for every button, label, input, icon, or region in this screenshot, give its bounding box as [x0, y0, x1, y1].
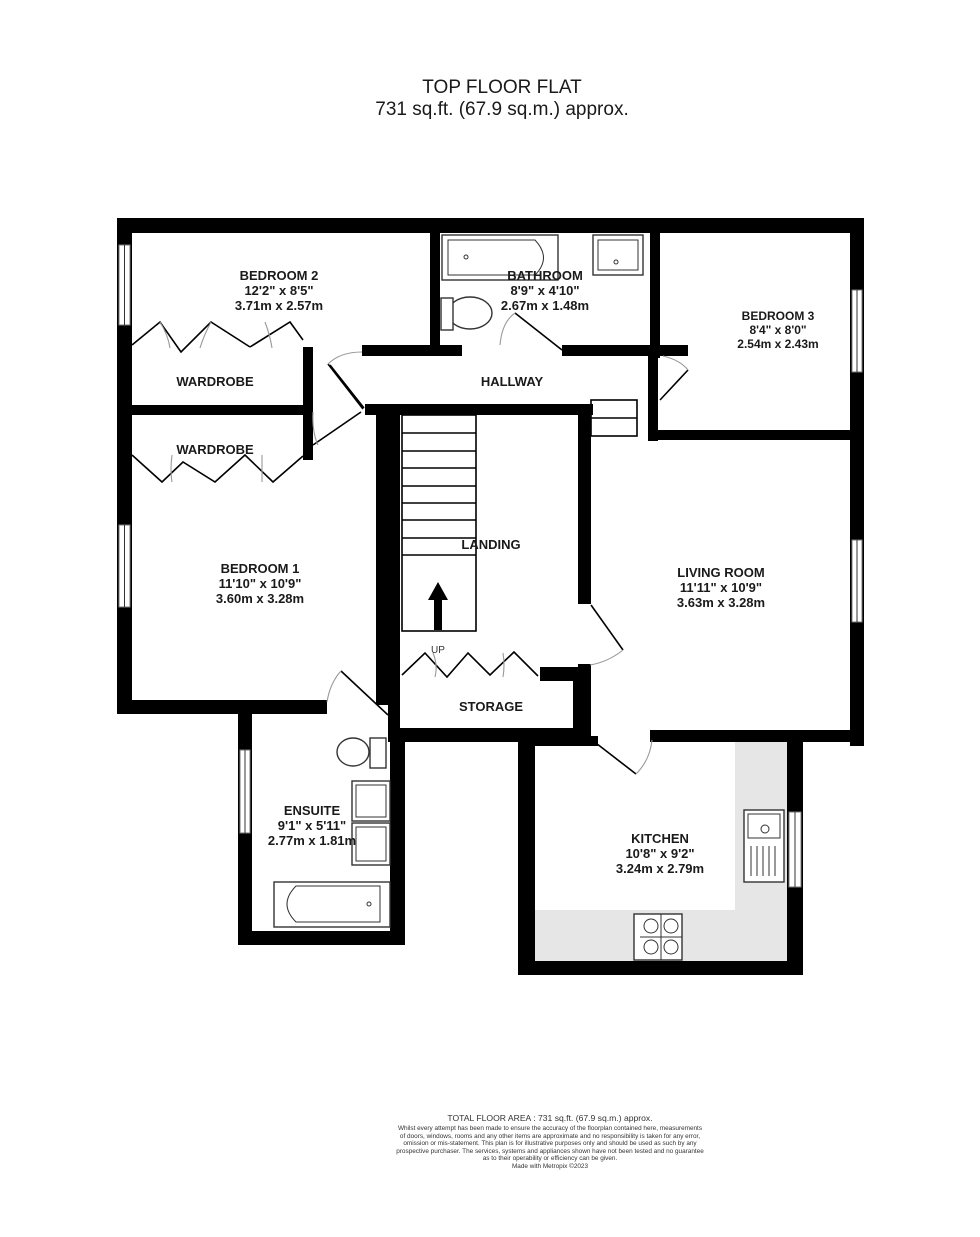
disclaimer-line: prospective purchaser. The services, sys… [396, 1147, 704, 1155]
wardrobe-doors [131, 320, 304, 484]
disclaimer-line: Whilst every attempt has been made to en… [397, 1125, 703, 1132]
room-dims-metric: 2.77m x 1.81m [267, 833, 357, 848]
room-label-bedroom-3: BEDROOM 3 8'4" x 8'0" 2.54m x 2.43m [737, 309, 818, 351]
room-label-bedroom-1: BEDROOM 1 11'10" x 10'9" 3.60m x 3.28m [216, 561, 304, 606]
footer-credit: Made with Metropix ©2023 [511, 1162, 589, 1170]
room-dims-metric: 2.54m x 2.43m [737, 337, 819, 351]
label-hallway: HALLWAY [480, 374, 544, 389]
windows [118, 244, 863, 888]
room-name: ENSUITE [283, 803, 341, 818]
room-dims-imperial: 8'9" x 4'10" [510, 283, 580, 298]
room-dims-metric: 3.71m x 2.57m [234, 298, 324, 313]
kitchen-hob [633, 913, 683, 961]
room-name: BEDROOM 1 [220, 561, 300, 576]
room-name: BATHROOM [507, 268, 583, 283]
disclaimer-line: of doors, windows, rooms and any other i… [399, 1132, 701, 1140]
label-wardrobe-bedroom-2: WARDROBE [176, 374, 254, 389]
staircase [401, 399, 638, 632]
label-storage: STORAGE [458, 699, 524, 714]
label-landing: LANDING [461, 537, 521, 552]
label-wardrobe-bedroom-1: WARDROBE [176, 442, 254, 457]
plan-title: TOP FLOOR FLAT [422, 77, 582, 98]
room-label-bathroom: BATHROOM 8'9" x 4'10" 2.67m x 1.48m [501, 268, 589, 313]
room-label-kitchen: KITCHEN 10'8" x 9'2" 3.24m x 2.79m [616, 831, 704, 876]
label-stairs-up: UP [431, 645, 445, 656]
room-dims-imperial: 12'2" x 8'5" [244, 283, 314, 298]
room-dims-metric: 3.63m x 3.28m [676, 595, 766, 610]
room-name: LIVING ROOM [677, 565, 765, 580]
footer: TOTAL FLOOR AREA : 731 sq.ft. (67.9 sq.m… [360, 1113, 740, 1171]
footer-total-area: TOTAL FLOOR AREA : 731 sq.ft. (67.9 sq.m… [447, 1113, 653, 1123]
room-dims-imperial: 11'11" x 10'9" [679, 580, 763, 595]
room-dims-imperial: 11'10" x 10'9" [218, 576, 302, 591]
room-name: KITCHEN [631, 831, 689, 846]
doors [312, 312, 689, 775]
kitchen-counters [535, 740, 787, 962]
room-dims-imperial: 9'1" x 5'11" [277, 818, 347, 833]
room-dims-metric: 3.60m x 3.28m [215, 591, 305, 606]
disclaimer-line: omission or mis-statement. This plan is … [403, 1140, 697, 1148]
kitchen-sink [743, 809, 785, 883]
room-label-bedroom-2: BEDROOM 2 12'2" x 8'5" 3.71m x 2.57m [235, 268, 323, 313]
room-label-ensuite: ENSUITE 9'1" x 5'11" 2.77m x 1.81m [268, 803, 356, 848]
room-name: BEDROOM 2 [239, 268, 319, 283]
plan-area: 731 sq.ft. (67.9 sq.m.) approx. [375, 99, 629, 120]
room-dims-metric: 2.67m x 1.48m [500, 298, 590, 313]
room-label-living-room: LIVING ROOM 11'11" x 10'9" 3.63m x 3.28m [677, 565, 765, 610]
room-dims-metric: 3.24m x 2.79m [615, 861, 705, 876]
room-dims-imperial: 10'8" x 9'2" [625, 846, 695, 861]
room-name: BEDROOM 3 [741, 309, 815, 323]
stairs-up-arrow-icon [428, 582, 448, 630]
storage-doors [401, 650, 539, 679]
ensuite-fixtures [273, 737, 391, 928]
footer-disclaimer: Whilst every attempt has been made to en… [360, 1125, 740, 1171]
disclaimer-line: as to their operability or efficiency ca… [482, 1155, 618, 1163]
bathroom-fixtures [440, 234, 644, 331]
room-dims-imperial: 8'4" x 8'0" [749, 323, 807, 337]
